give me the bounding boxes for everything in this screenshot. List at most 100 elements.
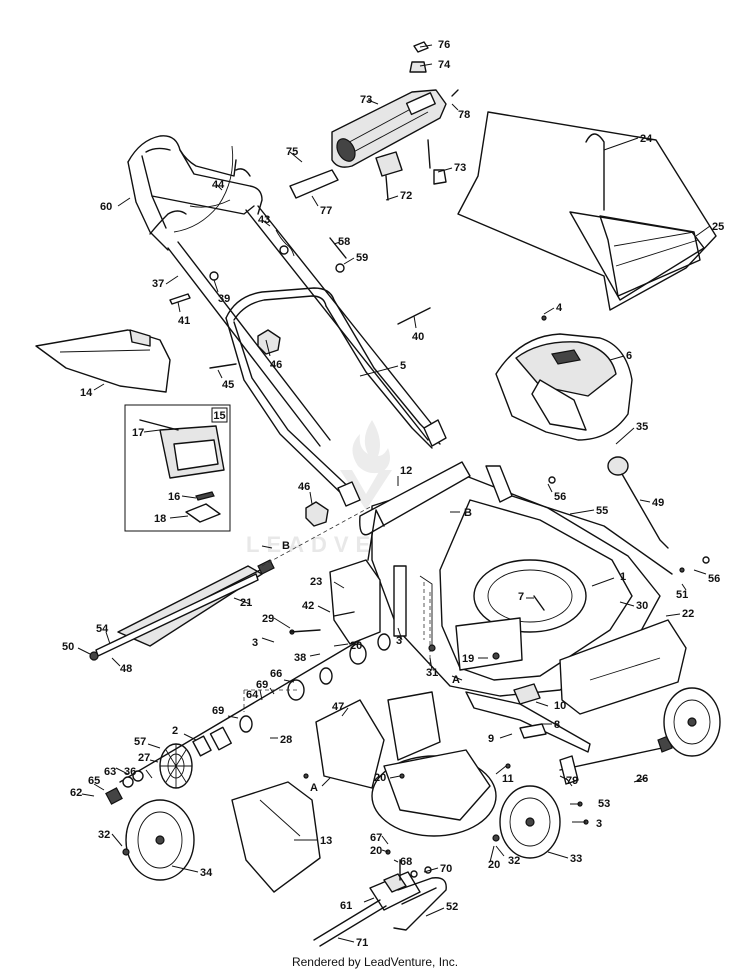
callout: 2: [172, 725, 178, 737]
callout: 44: [212, 179, 225, 191]
callout: 56: [708, 573, 720, 585]
callout: 46: [270, 359, 282, 371]
control-cable: [173, 145, 234, 233]
callout: 60: [100, 201, 112, 213]
callout: 32: [98, 829, 110, 841]
callout: 14: [80, 387, 93, 399]
gear-housing: [329, 559, 381, 645]
callout: 29: [262, 613, 274, 625]
callout: 61: [340, 900, 352, 912]
callout: 50: [62, 641, 74, 653]
callout: 11: [502, 773, 514, 785]
callout: B: [464, 507, 472, 519]
callout: 20: [374, 772, 386, 784]
washer-59: [335, 263, 345, 273]
callout: 47: [332, 701, 344, 713]
callout: 57: [134, 736, 146, 748]
axle-plate: [393, 565, 407, 637]
callout: 59: [356, 252, 368, 264]
cover-77: [289, 169, 339, 199]
callout: B: [282, 540, 290, 552]
callout: 54: [96, 623, 109, 635]
blade-bolt-plate: [519, 723, 547, 739]
plug-73: [433, 169, 447, 185]
switch-72: [375, 151, 403, 177]
callout: 46: [298, 481, 310, 493]
callout: 18: [154, 513, 166, 525]
callout-labels: 76 74 73 78 24 75 72 73 60 44 77 25 43 5…: [62, 39, 724, 949]
callout: 7: [518, 591, 524, 603]
mount-bracket: [485, 465, 513, 503]
callout: 66: [270, 668, 282, 680]
callout: 41: [178, 315, 190, 327]
callout: 10: [554, 700, 566, 712]
callout: 72: [400, 190, 412, 202]
callout: 22: [682, 608, 694, 620]
callout: 26: [636, 773, 648, 785]
callout: 62: [70, 787, 82, 799]
cable-tie: [279, 245, 289, 255]
callout: 23: [310, 576, 322, 588]
callout: 76: [438, 39, 450, 51]
callout: 55: [596, 505, 608, 517]
callout: 58: [338, 236, 350, 248]
callout: 32: [508, 855, 520, 867]
callout: 63: [104, 766, 116, 778]
front-axle: [559, 735, 691, 785]
inset-box: 15: [124, 404, 231, 532]
callout: 73: [454, 162, 466, 174]
engine-cover: [495, 333, 633, 441]
callout: 49: [652, 497, 664, 509]
callout: 12: [400, 465, 412, 477]
callout: A: [310, 782, 318, 794]
callout: 13: [320, 835, 332, 847]
lower-handle: [225, 287, 447, 507]
handle-knob-39: [209, 271, 219, 281]
callout: 8: [554, 719, 560, 731]
shift-knob: [607, 456, 629, 476]
handle-knob: [257, 329, 281, 355]
callout: 34: [200, 867, 213, 879]
callout: 56: [554, 491, 566, 503]
callout: 75: [286, 146, 298, 158]
callout: 17: [132, 427, 144, 439]
callout: 64: [246, 689, 259, 701]
callout: 33: [570, 853, 582, 865]
callout: 45: [222, 379, 234, 391]
rear-left-wheel: [125, 799, 195, 881]
callout: 71: [356, 937, 368, 949]
baffle: [315, 699, 385, 789]
callout: 24: [640, 133, 653, 145]
cable-clip: [275, 229, 295, 257]
callout: 28: [280, 734, 292, 746]
callout: 35: [636, 421, 648, 433]
callout: 21: [240, 597, 252, 609]
callout: 69: [212, 705, 224, 717]
callout: 40: [412, 331, 424, 343]
knob-74: [409, 61, 427, 73]
screw-78: [451, 89, 459, 97]
callout: 3: [596, 818, 602, 830]
callout: 65: [88, 775, 100, 787]
callout: 27: [138, 752, 150, 764]
callout: A: [452, 674, 460, 686]
callout: 39: [218, 293, 230, 305]
callout: 20: [370, 845, 382, 857]
callout: 37: [152, 278, 164, 290]
pin-41: [169, 293, 191, 305]
callout: 20: [350, 640, 362, 652]
callout: 73: [360, 94, 372, 106]
callout: 36: [124, 766, 136, 778]
front-right-wheel: [663, 687, 721, 757]
callout: 3: [396, 635, 402, 647]
callout: 53: [598, 798, 610, 810]
callout: 20: [488, 859, 500, 871]
callout: 9: [488, 733, 494, 745]
blade-adapter: [513, 683, 541, 705]
callout: 68: [400, 856, 412, 868]
callout: 67: [370, 832, 382, 844]
callout: 31: [426, 667, 438, 679]
belt-cover: [371, 749, 497, 837]
callout: 69: [256, 679, 268, 691]
front-left-wheel: [499, 785, 561, 859]
